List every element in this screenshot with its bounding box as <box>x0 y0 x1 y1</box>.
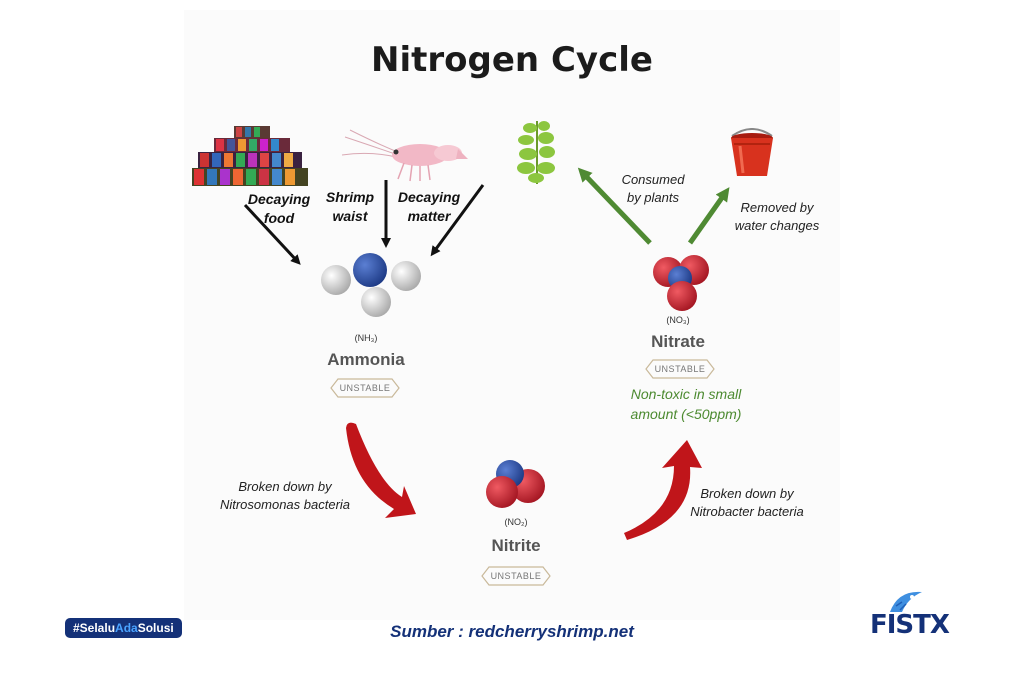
nitrosomonas-line-2: Nitrosomonas bacteria <box>219 497 351 512</box>
consumed-line-1: Consumed <box>621 172 685 187</box>
removed-label: Removed by water changes <box>724 199 830 235</box>
removed-line-1: Removed by <box>740 200 814 215</box>
ammonia-badge-text: UNSTABLE <box>339 383 391 393</box>
nitrate-note-line-1: Non-toxic in small <box>630 386 742 402</box>
ammonia-badge: UNSTABLE <box>330 378 400 398</box>
nitrobacter-line-2: Nitrobacter bacteria <box>690 504 804 519</box>
fistx-logo: FISTX <box>870 588 960 644</box>
nitrosomonas-line-1: Broken down by <box>238 479 332 494</box>
ammonia-name: Ammonia <box>327 350 405 369</box>
source-credit: Sumber : redcherryshrimp.net <box>390 622 634 641</box>
nitrobacter-label: Broken down by Nitrobacter bacteria <box>672 485 822 521</box>
nitrite-badge-text: UNSTABLE <box>490 571 542 581</box>
nitrate-name: Nitrate <box>651 332 705 351</box>
ammonia-to-nitrite-arrow <box>346 422 416 518</box>
decaying-matter-line-1: Decaying <box>397 189 461 205</box>
fish-icon <box>890 591 922 612</box>
nitrate-note: Non-toxic in small amount (<50ppm) <box>606 384 766 424</box>
decaying-matter-label: Decaying matter <box>390 188 468 226</box>
nitrosomonas-label: Broken down by Nitrosomonas bacteria <box>200 478 370 514</box>
shrimp-waist-line-2: waist <box>332 208 368 224</box>
decaying-food-line-2: food <box>263 210 295 226</box>
nitrate-to-bucket-arrow <box>687 187 730 245</box>
matter-to-ammonia-arrow <box>430 184 485 257</box>
ammonia-molecule <box>321 253 421 317</box>
nitrate-badge-text: UNSTABLE <box>654 364 706 374</box>
nitrate-molecule <box>653 255 709 311</box>
logo-text: FISTX <box>870 610 950 640</box>
hashtag-badge: #SelaluAdaSolusi <box>65 618 182 638</box>
decaying-food-line-1: Decaying <box>247 191 311 207</box>
hashtag-highlight: Ada <box>115 621 138 635</box>
ammonia-formula: (NH₃) <box>354 333 378 343</box>
hashtag-prefix: #Selalu <box>73 621 116 635</box>
nitrate-badge: UNSTABLE <box>645 359 715 379</box>
food-to-ammonia-arrow <box>243 203 301 265</box>
diagram-panel <box>184 10 840 620</box>
decaying-matter-line-2: matter <box>407 208 451 224</box>
nitrobacter-line-1: Broken down by <box>700 486 794 501</box>
consumed-label: Consumed by plants <box>612 171 694 207</box>
hashtag-suffix: Solusi <box>137 621 174 635</box>
nitrite-name: Nitrite <box>491 536 541 555</box>
nitrite-molecule <box>486 460 545 508</box>
nitrite-formula: (NO₂) <box>504 517 528 527</box>
nitrite-to-nitrate-arrow <box>624 440 702 540</box>
nitrite-badge: UNSTABLE <box>481 566 551 586</box>
decaying-food-label: Decaying food <box>244 190 314 228</box>
diagram-title: Nitrogen Cycle <box>371 40 653 80</box>
consumed-line-2: by plants <box>626 190 680 205</box>
bucket-icon <box>731 128 773 176</box>
food-cans-icon <box>192 126 308 186</box>
removed-line-2: water changes <box>734 218 820 233</box>
nitrate-to-plants-arrow <box>577 167 652 245</box>
plant-icon <box>517 121 555 184</box>
nitrate-note-line-2: amount (<50ppm) <box>630 406 742 422</box>
shrimp-waist-line-1: Shrimp <box>325 189 375 205</box>
shrimp-icon <box>341 129 468 182</box>
nitrate-formula: (NO₃) <box>666 315 690 325</box>
shrimp-waist-label: Shrimp waist <box>318 188 382 226</box>
